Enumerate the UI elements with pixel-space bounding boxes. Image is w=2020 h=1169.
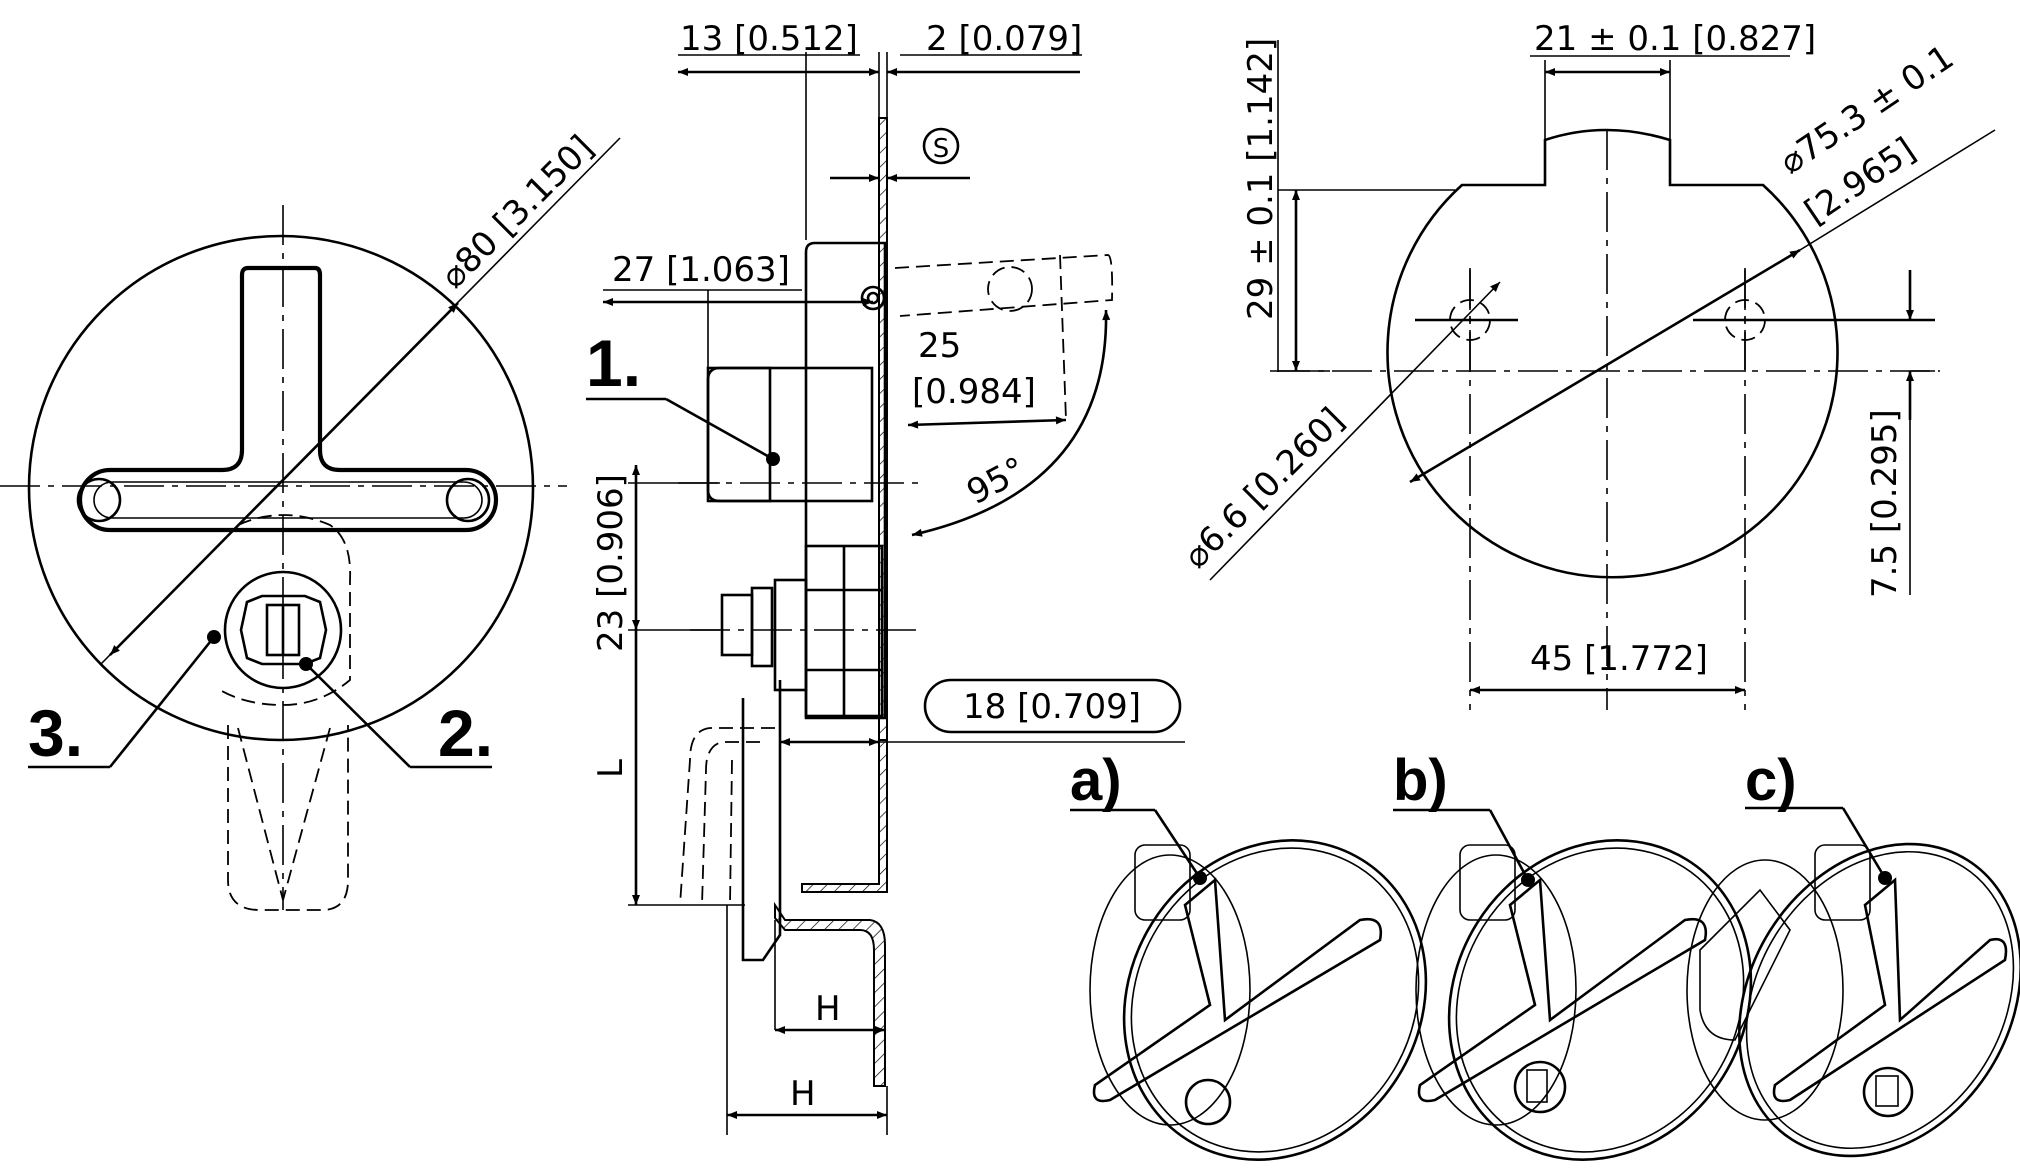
variant-c-disc — [1737, 842, 2020, 1158]
lock-housing — [804, 241, 887, 720]
dim-H-outer-label: H — [790, 1074, 816, 1114]
variant-c: c) — [1686, 748, 2020, 1158]
callout-1: 1. — [586, 326, 641, 400]
variant-b-t-handle — [1417, 877, 1708, 1103]
dim-23-label: 23 [0.906] — [591, 474, 631, 652]
angle-95-label: 95° — [960, 449, 1032, 513]
front-view: ⌀80 [3.150] 2. 3. — [0, 128, 621, 911]
variant-a-label: a) — [1070, 748, 1122, 813]
variant-c-lock — [1862, 1066, 1914, 1118]
side-view: 13 [0.512] 2 [0.079] S 27 [1.063] 1. 25 … — [586, 19, 1185, 1135]
dim-25-label-bottom: [0.984] — [912, 372, 1036, 412]
cutout-profile — [1386, 128, 1839, 579]
s-symbol-circle — [922, 127, 960, 165]
nut — [773, 578, 808, 692]
dim-2-label: 2 [0.079] — [926, 19, 1082, 59]
variant-c-t-handle — [1772, 877, 2008, 1103]
variant-a: a) — [1070, 748, 1428, 1161]
bolt-head — [720, 593, 754, 657]
variant-a-back-ring — [1089, 854, 1251, 1126]
variant-a-lock — [1184, 1078, 1232, 1126]
panel-cutout-view: 21 ± 0.1 [0.827] 29 ± 0.1 [1.142] ⌀75.3 … — [1176, 19, 1996, 710]
variant-c-back-ring — [1686, 859, 1844, 1121]
dim-13-label: 13 [0.512] — [680, 19, 858, 59]
variant-b-label: b) — [1393, 748, 1448, 813]
dim-7-5-label: 7.5 [0.295] — [1865, 409, 1905, 598]
variant-b: b) — [1393, 748, 1753, 1161]
variant-b-lock — [1513, 1060, 1567, 1114]
dim-L-label: L — [591, 759, 631, 778]
callout-2: 2. — [438, 696, 493, 770]
callout-3: 3. — [28, 696, 83, 770]
cam-rotated-position — [227, 725, 349, 911]
t-handle-side — [706, 366, 874, 503]
handle-rotated-95deg — [894, 254, 1114, 317]
variant-c-cam — [1699, 888, 1791, 1041]
dim-18-reference-box — [923, 678, 1182, 734]
panel-flange-top — [801, 739, 888, 893]
s-symbol: S — [933, 134, 950, 164]
dim-45-label: 45 [1.772] — [1530, 639, 1708, 679]
t-handle-recess — [93, 481, 483, 519]
cam-arm — [741, 680, 782, 962]
dim-29-label: 29 ± 0.1 [1.142] — [1241, 38, 1281, 320]
t-handle-outline — [77, 265, 499, 533]
variant-a-t-handle — [1092, 877, 1383, 1103]
dim-21-label: 21 ± 0.1 [0.827] — [1534, 19, 1816, 59]
variant-b-back-ring — [1415, 854, 1577, 1126]
dim-27-label: 27 [1.063] — [612, 250, 790, 290]
cam-hidden-1 — [679, 727, 775, 906]
dim-H-inner-label: H — [815, 989, 841, 1029]
panel-lower-profile — [774, 901, 886, 1087]
variant-b-disc — [1447, 839, 1753, 1161]
variant-c-label: c) — [1745, 748, 1797, 813]
dim-25-label-top: 25 — [918, 326, 961, 366]
angle-95-arc — [911, 309, 1111, 537]
diameter-80-label: ⌀80 [3.150] — [433, 128, 602, 297]
dim-18-label: 18 [0.709] — [963, 687, 1141, 727]
front-disc-outline — [27, 234, 535, 742]
variant-a-disc — [1122, 839, 1428, 1161]
cam-hidden-outline — [219, 514, 352, 706]
dim-6-6-label: ⌀6.6 [0.260] — [1176, 400, 1352, 576]
